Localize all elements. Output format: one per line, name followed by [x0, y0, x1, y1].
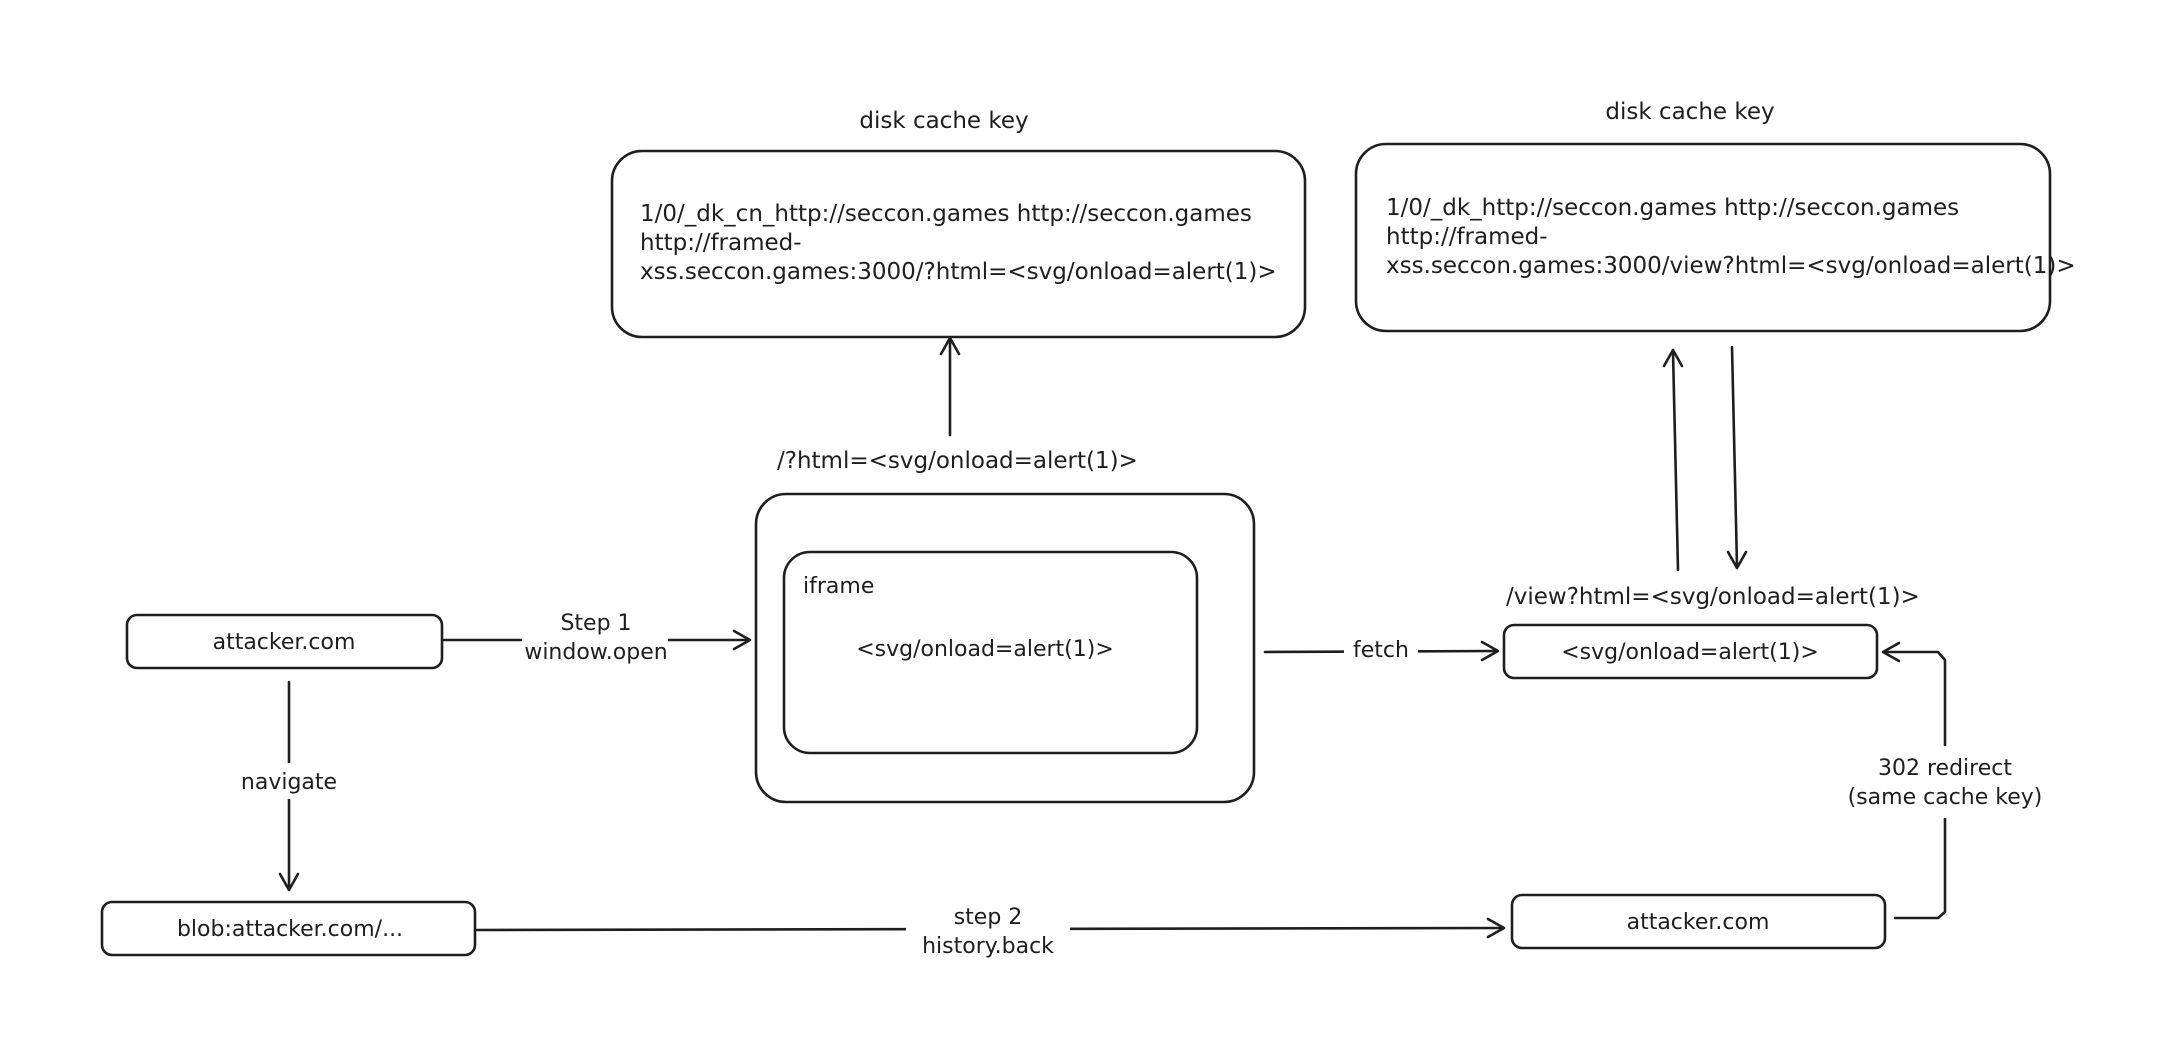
edge-cache-right-down-arrowhead — [1726, 550, 1748, 570]
edge-redirect-arrowhead — [1881, 641, 1901, 663]
edge-step2-label-bg — [906, 895, 1070, 967]
view-endpoint-box[interactable] — [1502, 623, 1879, 680]
edge-redirect: 302 redirect (same cache key) — [1846, 641, 2044, 920]
view-endpoint-content: <svg/onload=alert(1)> — [1561, 640, 1819, 665]
edge-navigate-arrowhead — [278, 872, 300, 892]
opened-window-group: /?html=<svg/onload=alert(1)> iframe <svg… — [754, 448, 1256, 804]
edge-redirect-label-2: (same cache key) — [1848, 785, 2043, 810]
attacker-bottom-label: attacker.com — [1627, 910, 1770, 935]
edge-navigate-label-bg — [236, 763, 342, 799]
cache-key-right-box[interactable] — [1354, 142, 2052, 333]
iframe-content: <svg/onload=alert(1)> — [856, 637, 1114, 662]
edge-cache-right-up-arrowhead — [1662, 348, 1684, 368]
cache-key-right-line-3: xss.seccon.games:3000/view?html=<svg/onl… — [1386, 253, 2076, 279]
edge-navigate: navigate — [236, 680, 342, 892]
edge-redirect-label-bg — [1846, 746, 2044, 818]
attacker-top-label: attacker.com — [213, 630, 356, 655]
cache-key-right-line-1: 1/0/_dk_http://seccon.games http://secco… — [1386, 195, 1959, 221]
iframe-box[interactable] — [782, 550, 1199, 755]
cache-key-left-group: disk cache key 1/0/_dk_cn_http://seccon.… — [610, 108, 1307, 339]
blob-page-box[interactable] — [100, 900, 477, 957]
cache-key-left-line-1: 1/0/_dk_cn_http://seccon.games http://se… — [640, 201, 1252, 227]
edge-step2: step 2 history.back — [475, 895, 1506, 967]
edge-cache-left-arrowhead — [939, 336, 961, 356]
attacker-bottom-group: attacker.com — [1510, 893, 1887, 950]
edge-step1: Step 1 window.open — [442, 600, 752, 672]
edge-fetch: fetch — [1263, 632, 1500, 668]
edge-step1-label-1: Step 1 — [560, 611, 631, 636]
blob-page-label: blob:attacker.com/... — [177, 917, 403, 942]
cache-key-right-group: disk cache key 1/0/_dk_http://seccon.gam… — [1354, 99, 2076, 333]
blob-page-group: blob:attacker.com/... — [100, 900, 477, 957]
view-endpoint-group: /view?html=<svg/onload=alert(1)> <svg/on… — [1502, 584, 1920, 680]
edge-step1-label-2: window.open — [524, 640, 667, 665]
edge-step1-label-bg — [522, 600, 668, 672]
edge-cache-right-up — [1662, 348, 1684, 572]
edge-fetch-arrowhead — [1480, 640, 1500, 662]
attacker-top-box[interactable] — [125, 613, 444, 670]
opened-window-caption: /?html=<svg/onload=alert(1)> — [777, 448, 1138, 474]
edge-step2-label-2: history.back — [922, 934, 1054, 959]
edge-step2-label-1: step 2 — [954, 905, 1023, 930]
edge-cache-right-down-line — [1730, 345, 1739, 568]
edge-redirect-label-1: 302 redirect — [1878, 756, 2012, 781]
cache-key-left-title: disk cache key — [859, 108, 1028, 134]
edge-cache-right-down — [1726, 345, 1748, 570]
attacker-top-group: attacker.com — [125, 613, 444, 670]
edge-cache-left — [939, 336, 961, 437]
cache-key-left-line-2: http://framed- — [640, 230, 802, 256]
iframe-title: iframe — [803, 574, 874, 599]
cache-key-right-line-2: http://framed- — [1386, 224, 1548, 250]
cache-key-left-box[interactable] — [610, 149, 1307, 339]
cache-key-right-title: disk cache key — [1605, 99, 1774, 125]
edge-cache-right-up-line — [1671, 350, 1680, 572]
attacker-bottom-box[interactable] — [1510, 893, 1887, 950]
view-endpoint-caption: /view?html=<svg/onload=alert(1)> — [1506, 584, 1920, 610]
edge-fetch-label-bg — [1344, 632, 1418, 668]
cache-key-left-line-3: xss.seccon.games:3000/?html=<svg/onload=… — [640, 259, 1277, 285]
edge-step1-arrowhead — [732, 629, 752, 651]
edge-fetch-label: fetch — [1353, 638, 1409, 663]
edge-navigate-label: navigate — [241, 770, 337, 795]
edge-step2-arrowhead — [1486, 917, 1506, 939]
